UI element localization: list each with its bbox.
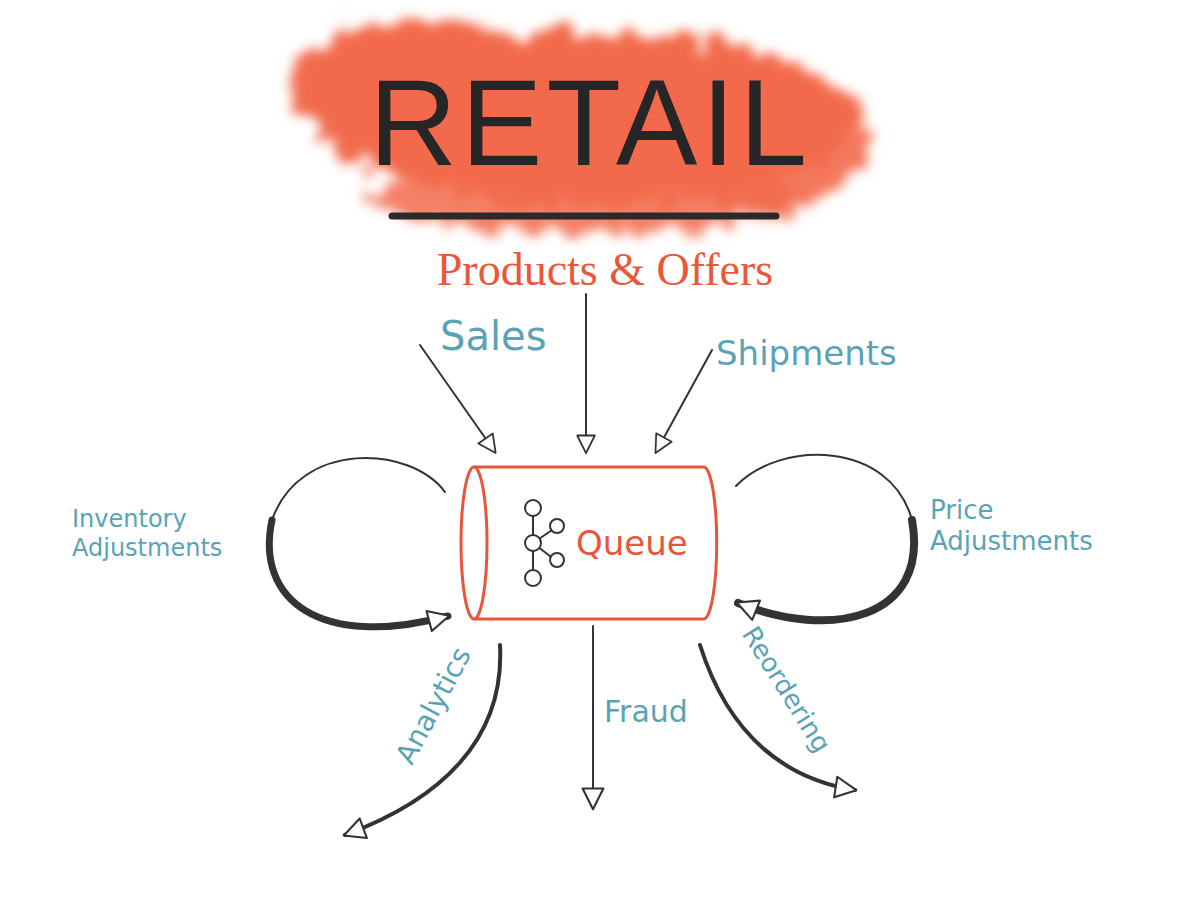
kafka-node — [525, 570, 541, 586]
fraud-arrow — [592, 626, 594, 808]
cylinder-end — [461, 467, 487, 619]
queue-text: Queue — [576, 523, 688, 564]
kafka-node — [550, 553, 564, 567]
cylinder-body — [474, 467, 717, 619]
kafka-node — [550, 519, 564, 533]
products-arrow — [585, 294, 587, 452]
shipments-label: Shipments — [716, 333, 897, 374]
queue-cylinder: Queue — [458, 462, 722, 624]
products-offers-label: Products & Offers — [437, 242, 773, 297]
fraud-label: Fraud — [604, 694, 688, 730]
price-loop-lower — [738, 520, 914, 620]
title-text: RETAIL — [369, 62, 811, 184]
price-label: Price Adjustments — [930, 495, 1120, 557]
analytics-label: Analytics — [389, 642, 478, 770]
inventory-loop — [272, 458, 445, 520]
shipments-arrow — [656, 350, 712, 452]
inventory-label: Inventory Adjustments — [72, 505, 257, 563]
sales-label: Sales — [440, 312, 546, 360]
inventory-loop-lower — [269, 520, 448, 627]
price-loop — [736, 455, 912, 520]
title-blob — [290, 20, 870, 230]
kafka-node — [525, 500, 541, 516]
kafka-node — [525, 535, 541, 551]
sales-arrow — [420, 345, 495, 452]
title-underline — [392, 213, 776, 220]
kafka-icon — [525, 500, 564, 586]
